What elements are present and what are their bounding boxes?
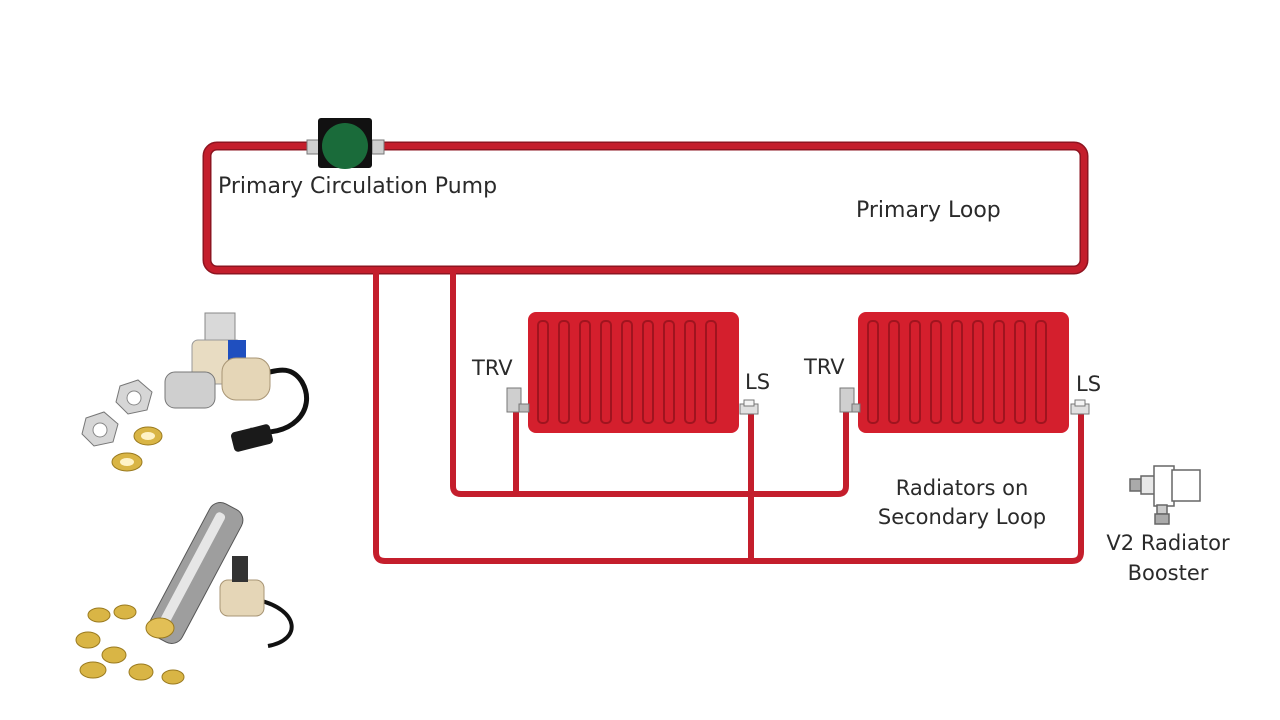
radiators-label-line2: Secondary Loop bbox=[878, 505, 1046, 529]
pump-label: Primary Circulation Pump bbox=[218, 174, 497, 199]
ls-valve-right bbox=[1070, 399, 1090, 415]
trv-label-left: TRV bbox=[471, 356, 513, 380]
radiator-booster-icon bbox=[1129, 465, 1201, 525]
ls-label-left: LS bbox=[745, 370, 770, 394]
radiator-icon bbox=[867, 320, 1047, 424]
trv-valve-left bbox=[506, 387, 530, 413]
primary-loop bbox=[202, 141, 1089, 275]
trv-valve-right bbox=[839, 387, 861, 413]
ls-label-right: LS bbox=[1076, 372, 1101, 396]
pump-with-fittings-photo bbox=[81, 312, 310, 472]
radiators-label-line1: Radiators on bbox=[896, 476, 1029, 500]
radiator-icon bbox=[537, 320, 717, 424]
booster-label-line2: Booster bbox=[1128, 561, 1209, 585]
circulation-pump-icon bbox=[306, 118, 385, 169]
pipe-pump-with-fittings-photo bbox=[75, 502, 294, 685]
radiator-left bbox=[528, 312, 739, 433]
primary-loop-label: Primary Loop bbox=[856, 198, 1001, 223]
trv-label-right: TRV bbox=[803, 355, 845, 379]
radiator-right bbox=[858, 312, 1069, 433]
ls-valve-left bbox=[739, 399, 759, 415]
booster-label-line1: V2 Radiator bbox=[1106, 531, 1230, 555]
secondary-loop-pipes bbox=[373, 267, 1084, 564]
